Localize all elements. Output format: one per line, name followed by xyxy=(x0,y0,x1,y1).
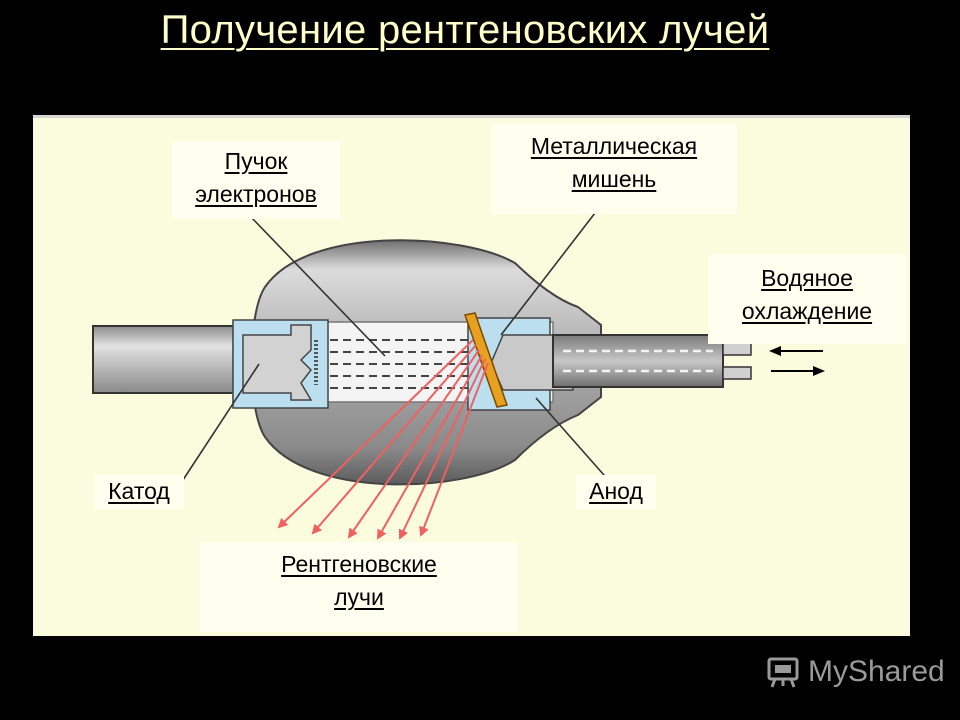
label-cathode: Катод xyxy=(94,475,184,509)
page-title: Получение рентгеновских лучей xyxy=(160,8,770,52)
label-metal-target: Металлическая мишень xyxy=(491,124,737,214)
myshared-logo: MyShared xyxy=(766,652,946,692)
xray-tube-diagram xyxy=(92,212,825,540)
leader-lines xyxy=(180,212,612,484)
cathode-assembly xyxy=(232,319,329,409)
label-anode: Анод xyxy=(576,475,656,509)
label-electron-beam: Пучок электронов xyxy=(172,141,340,219)
cooling-flow-arrows xyxy=(769,346,825,376)
presentation-board-icon xyxy=(767,657,799,688)
xray-rays xyxy=(277,339,489,540)
label-xrays: Рентгеновские лучи xyxy=(200,542,518,632)
label-water-cooling: Водяное охлаждение xyxy=(708,254,906,344)
logo-text: MyShared xyxy=(808,655,945,688)
metal-target xyxy=(464,312,508,408)
cooling-rod xyxy=(552,334,752,388)
